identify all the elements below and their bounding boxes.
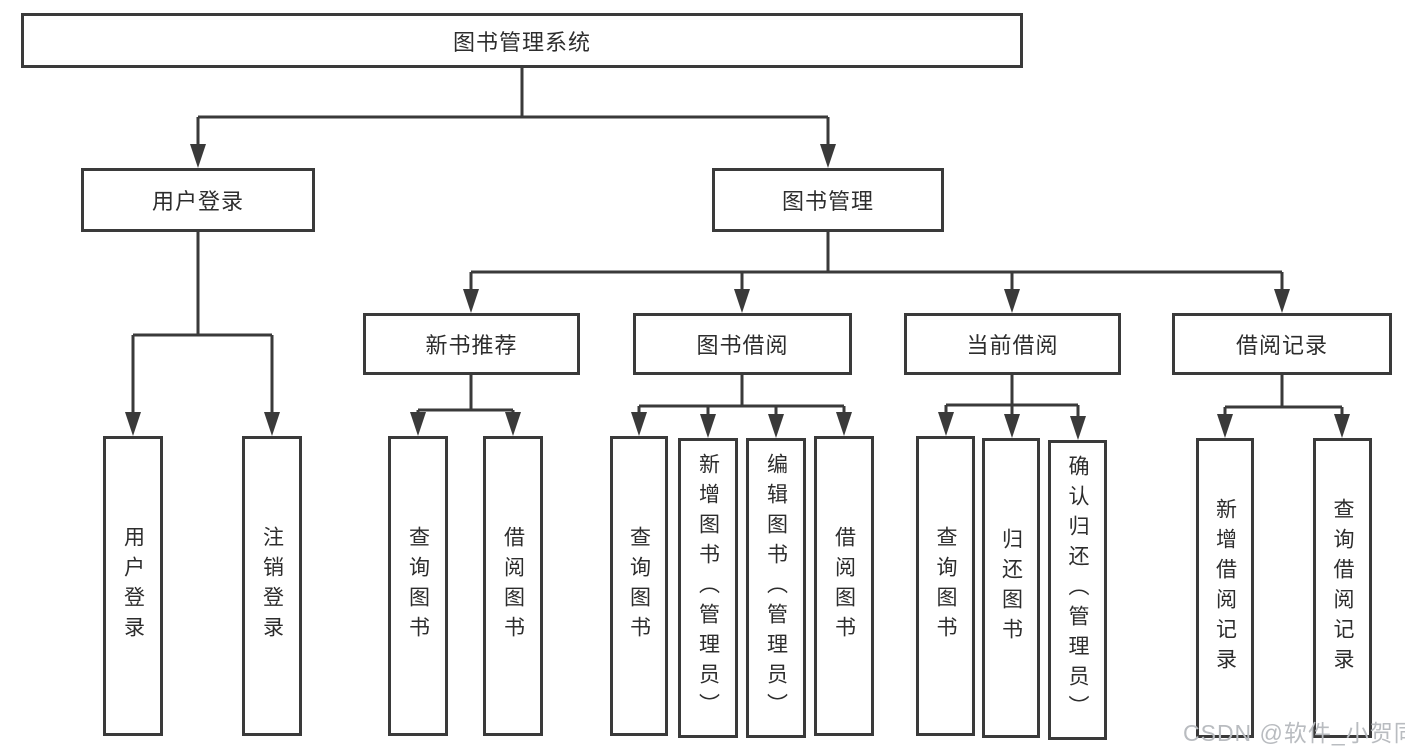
node-label: 借阅图书 — [501, 526, 525, 646]
node-user-login-leaf: 用户登录 — [103, 436, 163, 736]
connector-book-borrow-children — [637, 375, 846, 416]
node-label: 确认归还（管理员） — [1066, 455, 1089, 725]
node-label: 图书管理 — [781, 189, 874, 214]
arrowhead-icon — [125, 412, 141, 436]
node-label: 新增图书（管理员） — [696, 453, 720, 723]
node-library-management-system: 图书管理系统 — [21, 13, 1023, 68]
node-label: 查询图书 — [627, 526, 651, 646]
node-add-borrow-record: 新增借阅记录 — [1196, 438, 1254, 738]
arrowhead-icon — [631, 412, 647, 436]
node-logout: 注销登录 — [242, 436, 302, 736]
node-label: 借阅图书 — [832, 526, 856, 646]
arrowhead-icon — [836, 412, 852, 436]
node-query-books-3: 查询图书 — [916, 436, 975, 736]
node-label: 查询图书 — [406, 526, 430, 646]
arrowhead-icon — [264, 412, 280, 436]
arrowheads — [125, 144, 1350, 440]
watermark: CSDN @软件_小贺同学 — [1183, 720, 1405, 746]
connector-borrow-record-children — [1223, 375, 1344, 416]
node-label: 查询借阅记录 — [1331, 498, 1354, 678]
arrowhead-icon — [1070, 416, 1086, 440]
arrowhead-icon — [190, 144, 206, 168]
node-query-books-2: 查询图书 — [610, 436, 668, 736]
node-edit-books-admin: 编辑图书（管理员） — [746, 438, 806, 738]
connector-root-to-level2 — [196, 66, 830, 148]
node-label: 用户登录 — [151, 189, 244, 214]
arrowhead-icon — [768, 414, 784, 438]
node-user-login: 用户登录 — [81, 168, 315, 232]
node-label: 借阅记录 — [1235, 333, 1328, 358]
node-return-books: 归还图书 — [982, 438, 1040, 738]
node-label: 用户登录 — [121, 526, 145, 646]
node-label: 编辑图书（管理员） — [764, 453, 788, 723]
node-label: 图书借阅 — [696, 333, 789, 358]
arrowhead-icon — [734, 289, 750, 313]
node-label: 新增借阅记录 — [1213, 498, 1237, 678]
arrowhead-icon — [463, 289, 479, 313]
arrowhead-icon — [1217, 414, 1233, 438]
arrowhead-icon — [1004, 289, 1020, 313]
arrowhead-icon — [1274, 289, 1290, 313]
arrowhead-icon — [938, 412, 954, 436]
node-book-borrowing: 图书借阅 — [633, 313, 852, 375]
node-label: 归还图书 — [999, 528, 1023, 648]
connector-book-mgmt-children — [469, 232, 1284, 292]
node-borrow-books-2: 借阅图书 — [814, 436, 874, 736]
node-current-borrowing: 当前借阅 — [904, 313, 1121, 375]
node-label: 新书推荐 — [425, 333, 518, 358]
arrowhead-icon — [1334, 414, 1350, 438]
connector-user-login-children — [131, 232, 274, 414]
node-label: 查询图书 — [934, 526, 957, 646]
node-add-books-admin: 新增图书（管理员） — [678, 438, 738, 738]
arrowhead-icon — [410, 412, 426, 436]
node-borrow-books-1: 借阅图书 — [483, 436, 543, 736]
arrowhead-icon — [700, 414, 716, 438]
connector-new-book-rec-children — [416, 375, 515, 415]
node-borrowing-records: 借阅记录 — [1172, 313, 1392, 375]
connector-current-borrow-children — [944, 375, 1080, 418]
node-confirm-return-admin: 确认归还（管理员） — [1048, 440, 1107, 740]
node-label: 图书管理系统 — [452, 29, 591, 55]
arrowhead-icon — [505, 412, 521, 436]
node-query-books-1: 查询图书 — [388, 436, 448, 736]
arrowhead-icon — [820, 144, 836, 168]
node-label: 注销登录 — [260, 526, 284, 646]
arrowhead-icon — [1004, 414, 1020, 438]
node-query-borrow-record: 查询借阅记录 — [1313, 438, 1372, 738]
node-book-management: 图书管理 — [712, 168, 944, 232]
node-new-book-recommendation: 新书推荐 — [363, 313, 580, 375]
node-label: 当前借阅 — [966, 333, 1059, 358]
